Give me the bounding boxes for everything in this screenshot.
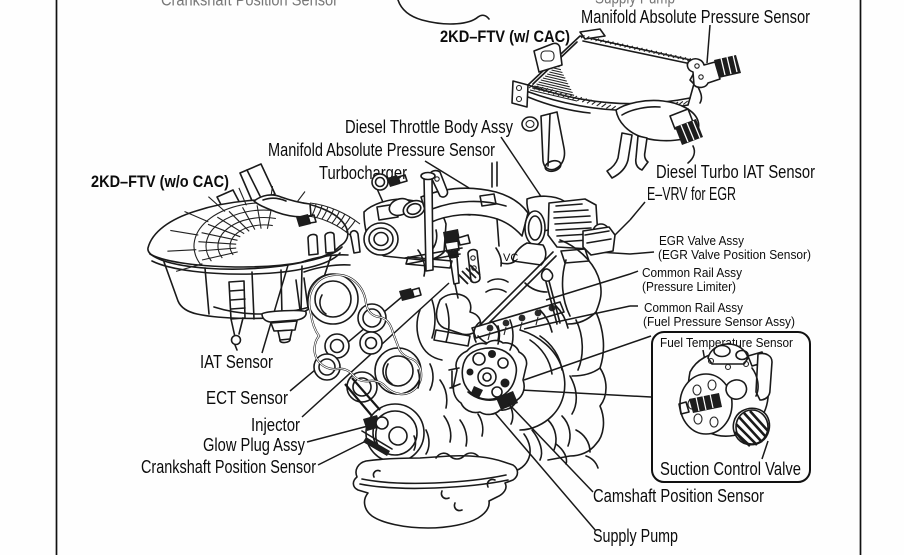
svg-text:Injector: Injector <box>251 415 300 435</box>
svg-text:Manifold Absolute Pressure Sen: Manifold Absolute Pressure Sensor <box>581 7 810 27</box>
svg-text:IAT Sensor: IAT Sensor <box>200 352 273 372</box>
svg-text:Common Rail Assy: Common Rail Assy <box>642 266 743 280</box>
svg-text:(Fuel Pressure Sensor Assy): (Fuel Pressure Sensor Assy) <box>643 315 795 329</box>
svg-text:(EGR Valve Position Sensor): (EGR Valve Position Sensor) <box>658 248 811 262</box>
svg-text:E–VRV for EGR: E–VRV for EGR <box>647 184 736 204</box>
svg-text:ECT Sensor: ECT Sensor <box>206 388 288 408</box>
svg-text:Diesel Throttle Body Assy: Diesel Throttle Body Assy <box>345 117 513 137</box>
svg-text:Crankshaft Position Sensor: Crankshaft Position Sensor <box>161 0 338 10</box>
svg-text:VC: VC <box>503 252 518 264</box>
svg-text:2KD–FTV (w/ CAC): 2KD–FTV (w/ CAC) <box>440 28 570 46</box>
svg-text:Fuel Temperature Sensor: Fuel Temperature Sensor <box>660 336 793 350</box>
svg-text:(Pressure Limiter): (Pressure Limiter) <box>642 280 736 294</box>
svg-text:Diesel Turbo IAT Sensor: Diesel Turbo IAT Sensor <box>656 162 815 182</box>
svg-text:Camshaft Position Sensor: Camshaft Position Sensor <box>593 486 764 506</box>
svg-text:2KD–FTV (w/o CAC): 2KD–FTV (w/o CAC) <box>91 173 229 191</box>
svg-text:EGR Valve Assy: EGR Valve Assy <box>659 234 745 248</box>
svg-text:Glow Plug Assy: Glow Plug Assy <box>203 435 305 455</box>
svg-text:Common Rail Assy: Common Rail Assy <box>644 301 744 315</box>
svg-text:Crankshaft Position Sensor: Crankshaft Position Sensor <box>141 457 316 477</box>
svg-text:Suction Control Valve: Suction Control Valve <box>660 459 801 479</box>
svg-text:Supply Pump: Supply Pump <box>593 526 678 546</box>
svg-text:Manifold Absolute Pressure Sen: Manifold Absolute Pressure Sensor <box>268 140 495 160</box>
svg-text:Supply Pump: Supply Pump <box>595 0 675 8</box>
